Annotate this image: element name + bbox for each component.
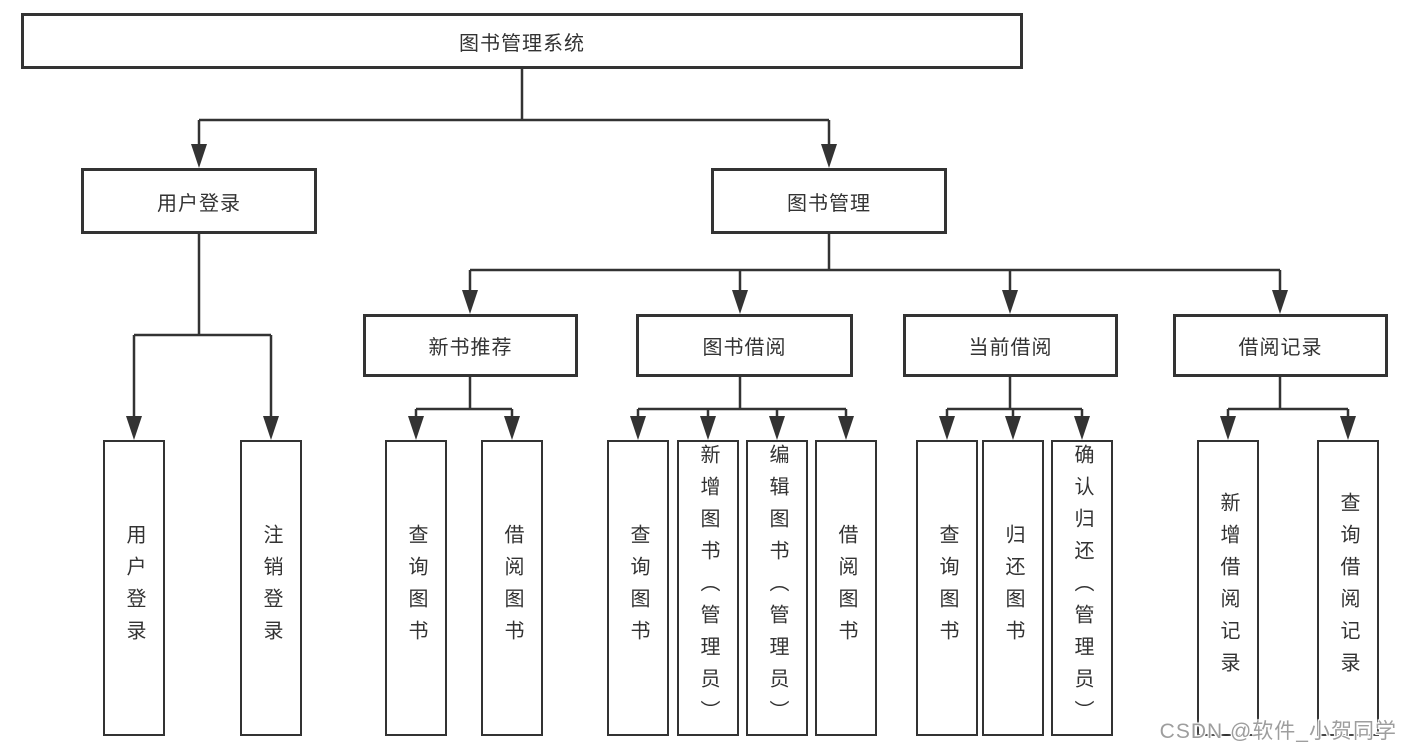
node-borrow-records: 借阅记录 [1173,314,1388,377]
leaf-newbook-query-book-label: 查询图书 [405,524,427,652]
leaf-add-book-admin-label: 新增图书（管理员） [697,444,719,732]
node-current-borrow: 当前借阅 [903,314,1118,377]
node-library-system: 图书管理系统 [21,13,1023,69]
leaf-current-query-book-label: 查询图书 [936,524,958,652]
node-book-management-label: 图书管理 [787,192,871,215]
arrow-heads [126,144,1356,440]
node-new-book-recommend: 新书推荐 [363,314,578,377]
node-book-borrow: 图书借阅 [636,314,853,377]
leaf-current-query-book: 查询图书 [916,440,978,736]
leaf-newbook-borrow-book: 借阅图书 [481,440,543,736]
leaf-edit-book-admin: 编辑图书（管理员） [746,440,808,736]
leaf-edit-book-admin-label: 编辑图书（管理员） [766,444,788,732]
leaf-logout: 注销登录 [240,440,302,736]
leaf-return-book: 归还图书 [982,440,1044,736]
watermark: CSDN @软件_小贺同学 [1159,720,1397,743]
leaf-borrow-query-book: 查询图书 [607,440,669,736]
leaf-newbook-borrow-book-label: 借阅图书 [501,524,523,652]
leaf-borrow-query-book-label: 查询图书 [627,524,649,652]
leaf-query-borrow-record-label: 查询借阅记录 [1337,492,1359,684]
node-user-login: 用户登录 [81,168,317,234]
node-user-login-label: 用户登录 [157,192,241,215]
node-book-management: 图书管理 [711,168,947,234]
leaf-borrow-book: 借阅图书 [815,440,877,736]
leaf-add-book-admin: 新增图书（管理员） [677,440,739,736]
leaf-return-book-label: 归还图书 [1002,524,1024,652]
node-current-borrow-label: 当前借阅 [968,337,1053,359]
leaf-borrow-book-label: 借阅图书 [835,524,857,652]
leaf-confirm-return-admin-label: 确认归还（管理员） [1071,444,1093,732]
leaf-query-borrow-record: 查询借阅记录 [1317,440,1379,736]
node-borrow-records-label: 借阅记录 [1238,337,1323,359]
leaf-user-login: 用户登录 [103,440,165,736]
leaf-newbook-query-book: 查询图书 [385,440,447,736]
node-library-system-label: 图书管理系统 [459,32,585,55]
leaf-logout-label: 注销登录 [260,524,282,652]
leaf-add-borrow-record: 新增借阅记录 [1197,440,1259,736]
node-book-borrow-label: 图书借阅 [702,337,787,359]
leaf-add-borrow-record-label: 新增借阅记录 [1217,492,1239,684]
leaf-confirm-return-admin: 确认归还（管理员） [1051,440,1113,736]
node-new-book-recommend-label: 新书推荐 [428,337,513,359]
leaf-user-login-label: 用户登录 [123,524,145,652]
